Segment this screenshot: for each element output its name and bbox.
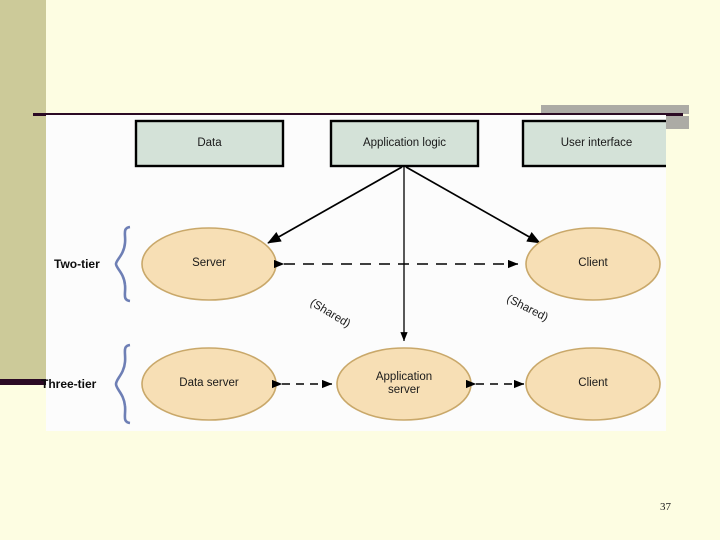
brace-three-tier [114,343,131,425]
accent-purple-bar-left [0,379,46,385]
layer-box-data [134,119,285,168]
architecture-diagram: Data Application logic User interface (S… [41,115,666,431]
node-client-two-tier [525,227,661,301]
accent-gray-bar [541,105,689,114]
layer-box-label-data: Data [197,137,222,149]
node-label-client-three-tier: Client [578,377,608,389]
diagram-vector-layer [114,119,666,425]
node-label-application-server: Application server [375,371,433,396]
tier-label-two-tier: Two-tier [54,257,100,271]
sidebar-decoration-band [0,0,46,383]
layer-box-application-logic [329,119,480,168]
layer-box-label-user-interface: User interface [560,137,633,149]
arrow-applogic-to-client [405,166,541,244]
node-client-three-tier [525,347,661,421]
node-label-server: Server [192,257,226,269]
layer-box-user-interface [521,119,666,168]
accent-gray-tab [660,116,689,129]
tier-label-three-tier: Three-tier [41,377,97,391]
page-number: 37 [660,501,671,513]
arrow-applogic-to-server [267,166,403,244]
header-rule [33,113,683,116]
node-label-data-server: Data server [179,377,239,389]
node-label-client-two-tier: Client [578,257,608,269]
layer-box-label-application-logic: Application logic [362,137,447,149]
brace-two-tier [114,225,131,303]
